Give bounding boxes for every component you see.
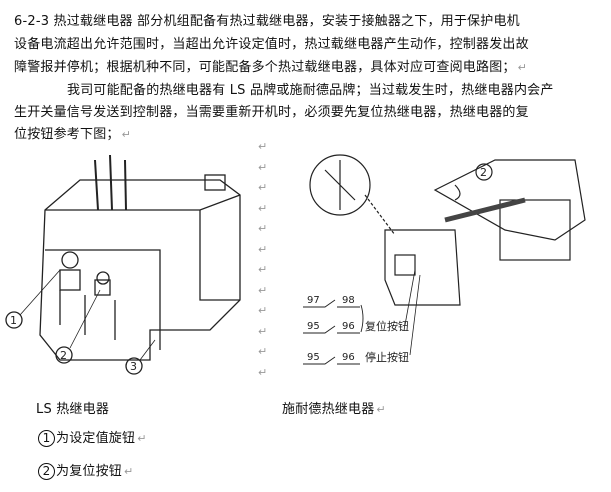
ls-relay-illustration: 1 2 3 [5,154,241,375]
callout-1: 1 [10,314,17,327]
reset-button-label: 复位按钮 [365,319,409,333]
stop-button-label: 停止按钮 [365,350,409,364]
svg-text:95: 95 [307,321,320,332]
callout-3: 3 [130,360,137,373]
caption-schneider: 施耐德热继电器↵ [282,402,386,417]
callout-2: 2 [60,349,67,362]
paragraph-line: 6-2-3 热过载继电器 部分机组配备有热过载继电器，安装于接触器之下，用于保护… [14,14,520,29]
paragraph-marks: ↵↵↵↵↵↵↵↵↵↵↵↵ [258,140,268,379]
paragraph-line: 生开关量信号发送到控制器，当需要重新开机时，必须要先复位热继电器，热继电器的复 [14,105,529,120]
paragraph-line: 我司可能配备的热继电器有 LS 品牌或施耐德品牌；当过载发生时，热继电器内会产 [67,83,554,98]
svg-text:96: 96 [342,321,355,332]
paragraph-line: 设备电流超出允许范围时，当超出允许设定值时，热过载继电器产生动作，控制器发出故 [14,37,529,52]
svg-text:97: 97 [307,295,320,306]
svg-text:95: 95 [307,352,320,363]
schneider-relay-illustration: 2 97 98 95 96 95 96 复位按钮 停止按钮 [303,154,586,365]
paragraph-line: 位按钮参考下图；↵ [14,127,132,142]
paragraph-line: 障警报并停机；根据机种不同，可能配备多个热过载继电器，具体对应可查阅电路图；↵ [14,60,528,75]
svg-text:98: 98 [342,295,355,306]
caption-ls: LS 热继电器 [36,402,110,417]
svg-text:96: 96 [342,352,355,363]
callout-2-right: 2 [480,166,487,179]
